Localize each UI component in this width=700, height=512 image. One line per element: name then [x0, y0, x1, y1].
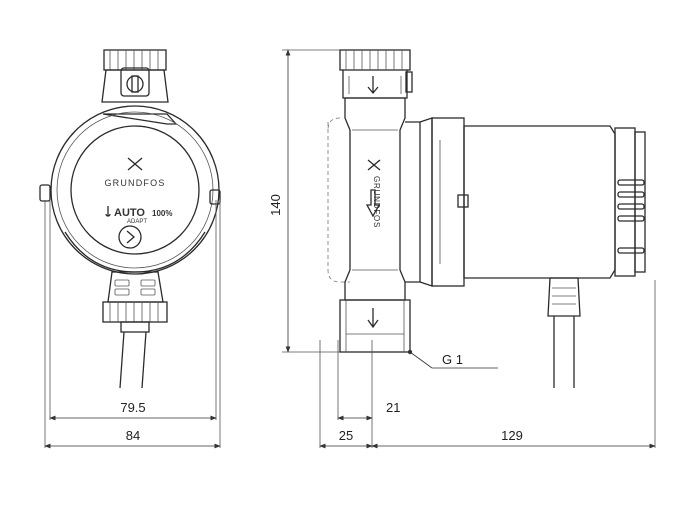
front-view: GRUNDFOS AUTO ADAPT 100% [39, 49, 221, 449]
side-cable-gland [547, 277, 581, 388]
side-brand-label: GRUNDFOS [372, 176, 381, 228]
dim-84: 84 [126, 428, 140, 443]
side-pump-housing: GRUNDFOS [327, 97, 406, 301]
mode-select-button [118, 225, 142, 249]
dim-129: 129 [501, 428, 523, 443]
dim-140: 140 [268, 194, 283, 216]
side-thread-callout: G 1 [407, 349, 498, 369]
dim-25: 25 [339, 428, 353, 443]
front-pump-head [39, 105, 221, 275]
side-view: 140 GRUNDFOS [268, 49, 656, 449]
front-brand-label: GRUNDFOS [104, 178, 165, 188]
speed-label: 100% [152, 209, 172, 218]
side-bottom-connection [339, 299, 411, 353]
thread-g1-label: G 1 [442, 352, 463, 367]
front-control-panel: AUTO ADAPT 100% [105, 206, 172, 249]
front-bottom-union [102, 271, 168, 389]
side-top-connection [339, 49, 413, 99]
side-motor-housing [405, 117, 646, 287]
front-dimensions: 79.5 84 [44, 200, 221, 449]
front-grundfos-logo: GRUNDFOS [104, 157, 165, 188]
mode-adapt-label: ADAPT [127, 219, 147, 225]
dim-79-5: 79.5 [120, 400, 145, 415]
side-height-dimension: 140 [268, 49, 410, 353]
dim-21: 21 [386, 400, 400, 415]
front-top-union [101, 49, 169, 103]
mode-auto-label: AUTO [114, 207, 145, 219]
side-bottom-dimensions: 21 25 129 [319, 280, 656, 449]
